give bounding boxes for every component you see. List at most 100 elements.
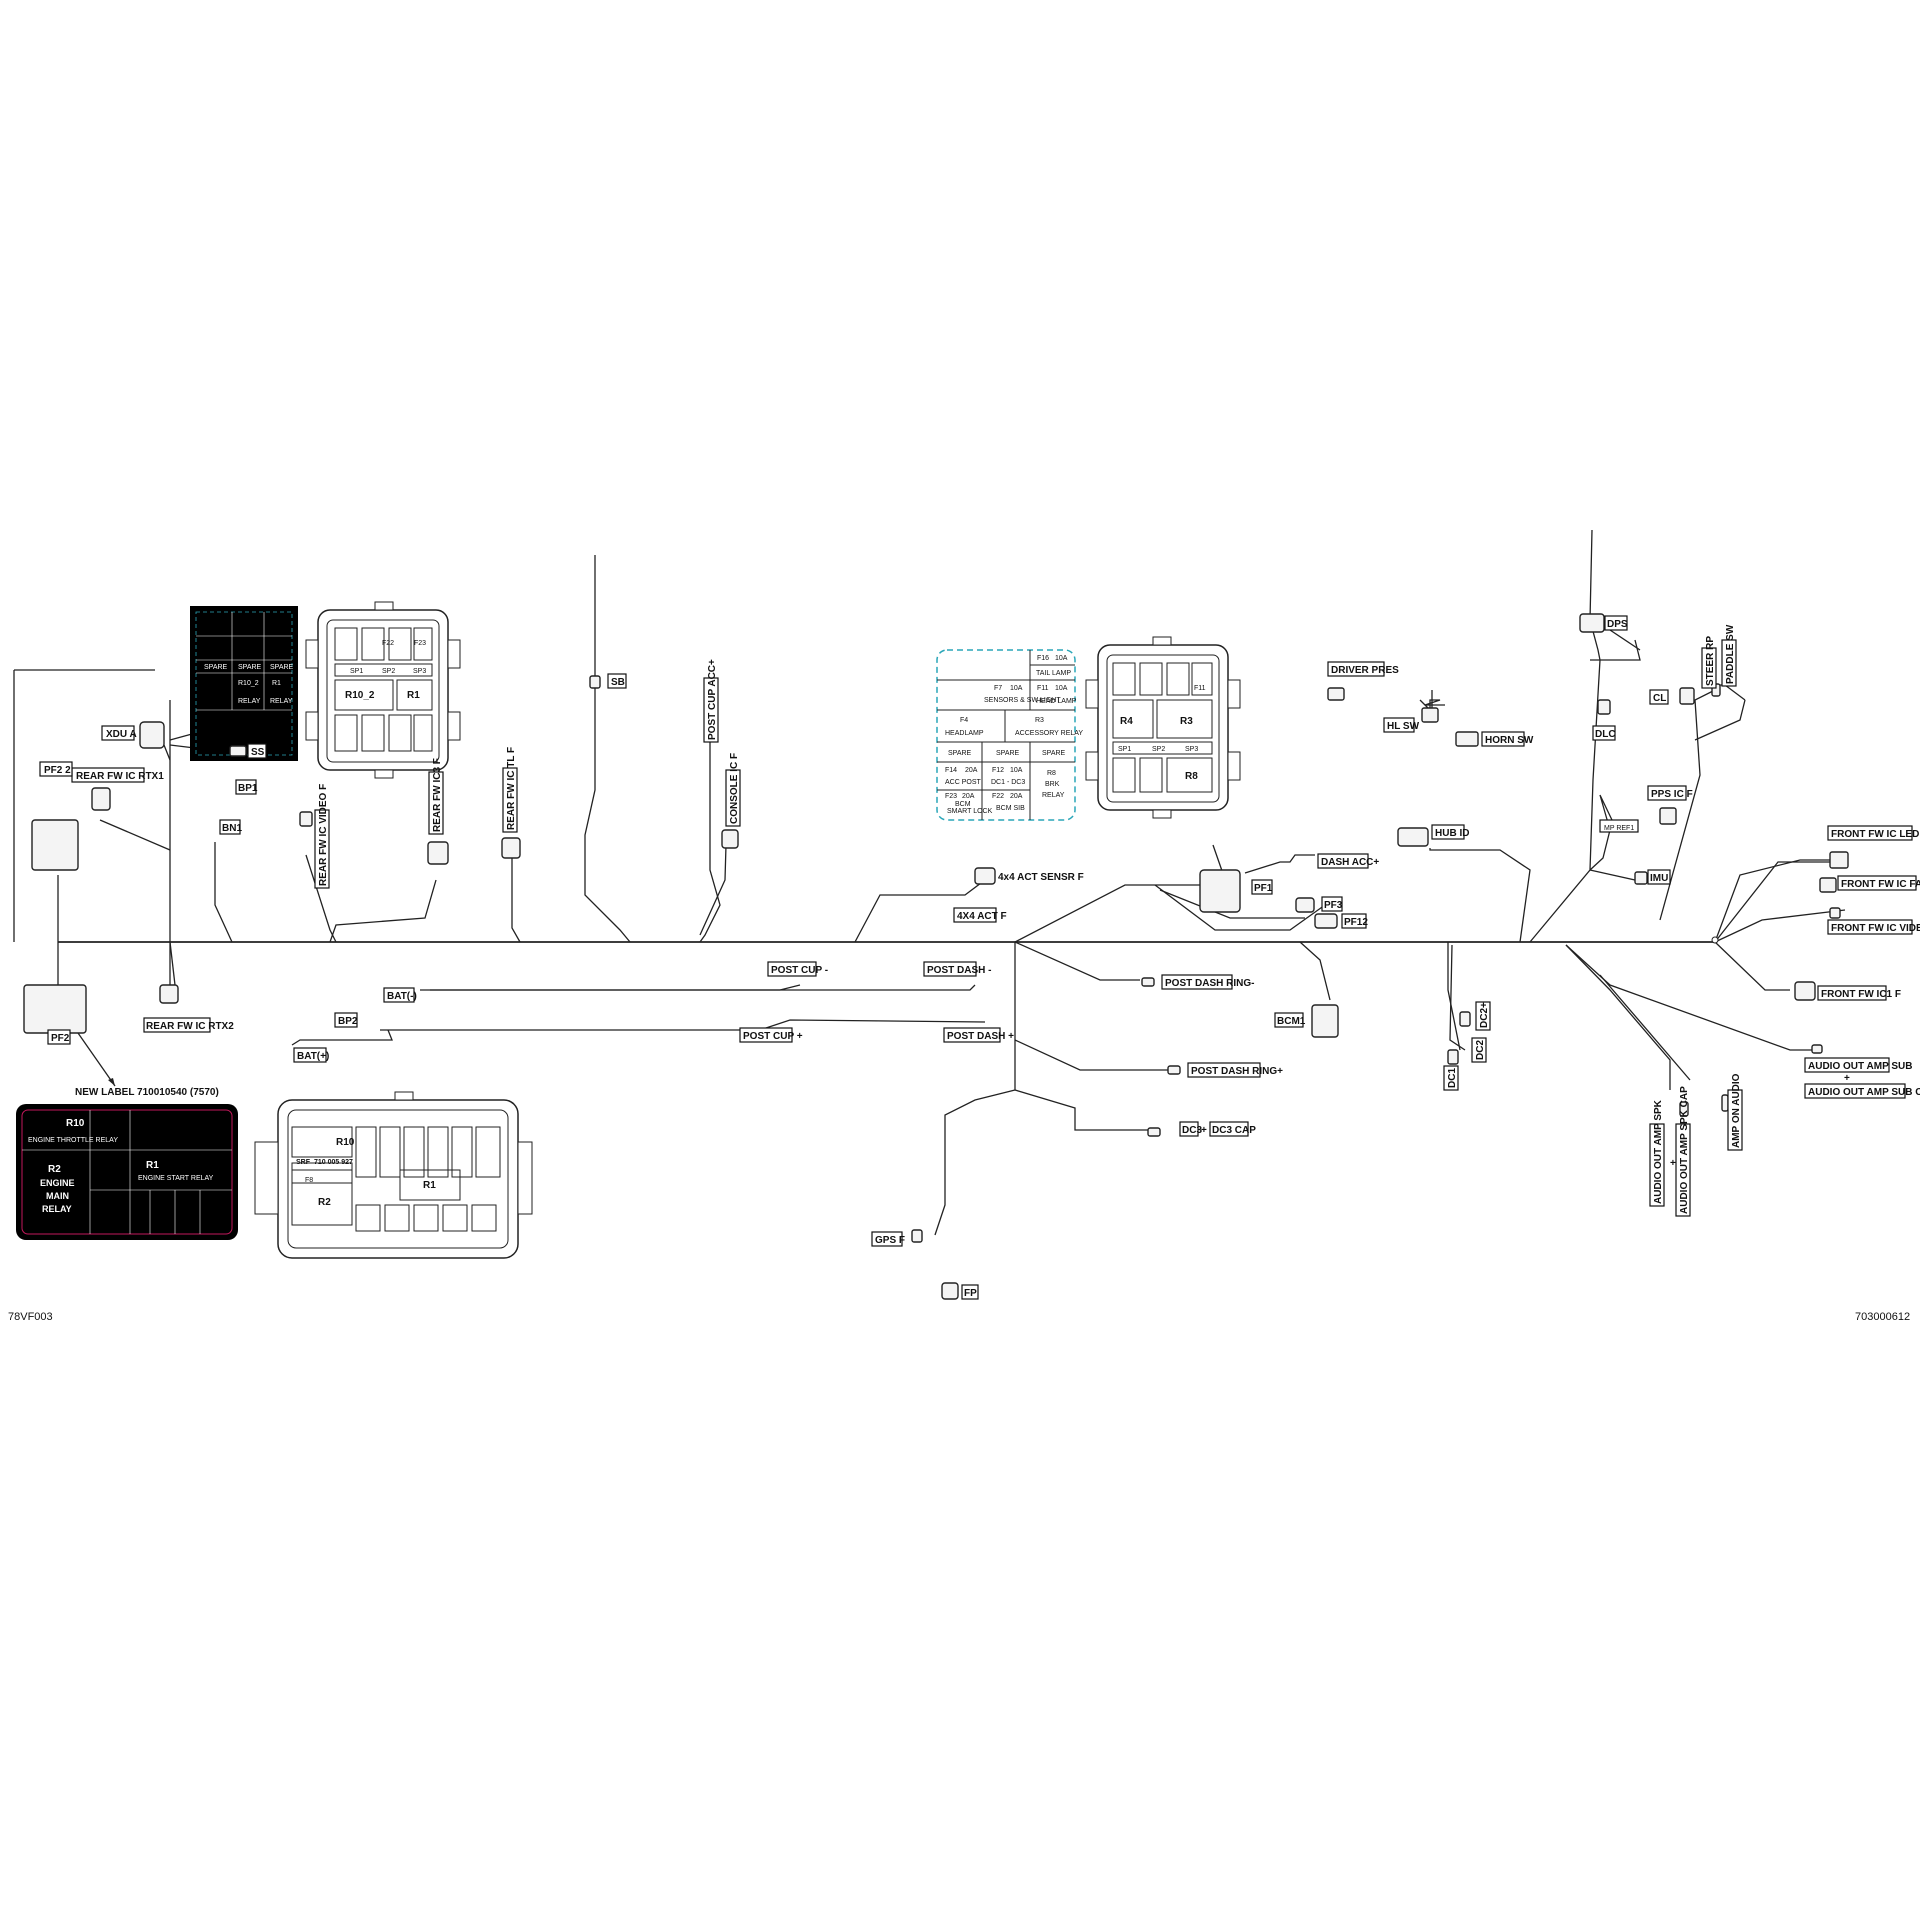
label-post-dash-plus: POST DASH + [947, 1031, 1014, 1042]
audio-out-amp-sub-connector [1811, 1044, 1823, 1054]
ct-f12-a: 10A [1010, 767, 1023, 774]
front-fw-ic1-f-connector [1794, 981, 1816, 1001]
label-gps-f: GPS F [875, 1235, 905, 1246]
fb2-r3: R3 [1180, 716, 1193, 727]
label-rear-fw-ic-rtx1: REAR FW IC RTX1 [76, 771, 164, 782]
connector-shapes [23, 613, 1849, 1300]
pf1-connector [1199, 869, 1241, 913]
bl-r2-l1: ENGINE [40, 1178, 75, 1188]
ct-f14-name: ACC POST [945, 779, 982, 786]
front-fw-ic-fan-f-connector [1819, 877, 1837, 893]
label-dc2: DC2 [1475, 1040, 1486, 1060]
pf3-connector [1295, 897, 1315, 913]
label-dc3: DC3 [1182, 1125, 1202, 1136]
bl-r1-name: ENGINE START RELAY [138, 1175, 214, 1182]
tl-r10-2: R10_2 [238, 680, 259, 687]
fb3-part: 710 005 927 [314, 1159, 353, 1166]
ct-f16-name: TAIL LAMP [1036, 670, 1071, 677]
post-dash-ring-plus-connector [1167, 1065, 1181, 1075]
fb2-sp3: SP3 [1185, 746, 1198, 753]
tl-spare-1: SPARE [204, 664, 228, 671]
pf2-2-connector [31, 819, 79, 871]
ct-r8: R8 [1047, 770, 1056, 777]
cl-connector [1679, 687, 1695, 705]
ct-f23-name1: BCM [955, 801, 971, 808]
label-audio-spk-plus: + [1670, 1158, 1676, 1169]
label-amp-on-audio: AMP ON AUDIO [1731, 1073, 1742, 1148]
ct-f11-a: 10A [1055, 685, 1068, 692]
ct-f22-a: 20A [1010, 793, 1023, 800]
label-pf12: PF12 [1344, 917, 1368, 928]
pf2-connector [23, 984, 87, 1034]
pps-ic-f-connector [1659, 807, 1677, 825]
label-bn1: BN1 [222, 823, 242, 834]
label-post-dash-ring-minus: POST DASH RING- [1165, 978, 1254, 989]
fb2-r8: R8 [1185, 771, 1198, 782]
audio-out-amp-spk-connector [1679, 1101, 1689, 1117]
fb1-f23: F23 [414, 640, 426, 647]
splice-point [1711, 936, 1719, 944]
fb1-sp1: SP1 [350, 668, 363, 675]
fuse-label-card-top-left: SPARE SPARE SPARE R10_2 R1 RELAY RELAY [190, 606, 298, 761]
tl-spare-2: SPARE [238, 664, 262, 671]
hl-sw-connector [1421, 707, 1439, 723]
label-horn-sw: HORN SW [1485, 735, 1534, 746]
tl-relay-1: RELAY [238, 698, 261, 705]
fb1-r10-2: R10_2 [345, 690, 375, 701]
label-hl-sw: HL SW [1387, 721, 1420, 732]
ct-f7-a: 10A [1010, 685, 1023, 692]
label-cl: CL [1653, 693, 1666, 704]
bl-r10-name: ENGINE THROTTLE RELAY [28, 1137, 118, 1144]
left-branch-wires [99, 555, 727, 986]
ct-spare-1: SPARE [948, 750, 972, 757]
label-pf3: PF3 [1324, 900, 1343, 911]
ct-f22: F22 [992, 793, 1004, 800]
dlc-connector [1597, 699, 1611, 715]
fb1-sp2: SP2 [382, 668, 395, 675]
label-audio-out-amp-spk: AUDIO OUT AMP SPK [1653, 1099, 1664, 1204]
label-mp-ref1: MP REF1 [1604, 825, 1634, 832]
fb3-r2: R2 [318, 1197, 331, 1208]
label-dc2-plus: DC2+ [1479, 1002, 1490, 1028]
label-post-cup-acc-plus: POST CUP ACC+ [707, 659, 718, 740]
center-branch-wires [854, 529, 1846, 1236]
gps-f-connector [911, 1229, 923, 1243]
fb2-sp2: SP2 [1152, 746, 1165, 753]
new-label-text: NEW LABEL 710010540 (7570) [75, 1087, 219, 1098]
ct-f11-name: HEAD LAMP [1036, 698, 1077, 705]
label-rear-fw-ic3-f: REAR FW IC3 F [432, 758, 443, 832]
label-xdu-a: XDU A [106, 729, 137, 740]
fp-connector [941, 1282, 959, 1300]
label-ss: SS [251, 747, 265, 758]
label-pf2: PF2 [51, 1033, 70, 1044]
label-audio-out-amp-sub-cap: AUDIO OUT AMP SUB CAP [1808, 1087, 1920, 1098]
label-rear-fw-ic-video-f: REAR FW IC VIDEO F [318, 784, 329, 886]
rear-fw-ic-tl-f-connector [501, 837, 521, 859]
bl-r1: R1 [146, 1160, 159, 1171]
label-4x4-act-sensr-f: 4x4 ACT SENSR F [998, 872, 1084, 883]
label-pps-ic-f: PPS IC F [1651, 789, 1693, 800]
fb3-r10: R10 [336, 1137, 355, 1148]
front-fw-ic-video-f-connector [1829, 907, 1841, 919]
label-dc3-cap: DC3 CAP [1212, 1125, 1256, 1136]
label-bp1: BP1 [238, 783, 258, 794]
tl-spare-3: SPARE [270, 664, 294, 671]
ct-f22-name: BCM SIB [996, 805, 1025, 812]
ct-f4-name: HEADLAMP [945, 730, 984, 737]
label-fp: FP [964, 1288, 977, 1299]
label-dlc: DLC [1595, 729, 1616, 740]
label-pf1: PF1 [1254, 883, 1273, 894]
label-bp2: BP2 [338, 1016, 358, 1027]
label-post-cup-minus: POST CUP - [771, 965, 828, 976]
label-post-dash-ring-plus: POST DASH RING+ [1191, 1066, 1283, 1077]
bcm1-connector [1311, 1004, 1339, 1038]
fb2-f11: F11 [1194, 685, 1206, 692]
pf12-connector [1314, 913, 1338, 929]
horn-sw-connector [1455, 731, 1479, 747]
fb3-r1: R1 [423, 1180, 436, 1191]
ct-spare-3: SPARE [1042, 750, 1066, 757]
4x4-act-connector [974, 867, 996, 885]
tl-relay-2: RELAY [270, 698, 293, 705]
front-fw-ic-led-cap-connector [1829, 851, 1849, 869]
tl-r1: R1 [272, 680, 281, 687]
